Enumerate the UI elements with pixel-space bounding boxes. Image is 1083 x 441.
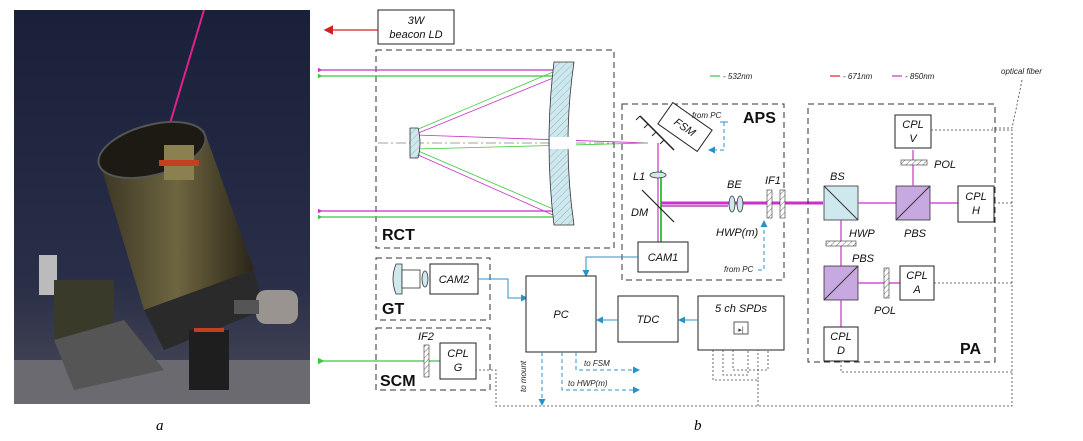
fsm-mirror: FSM — [636, 103, 712, 152]
svg-text:5 ch SPDs: 5 ch SPDs — [715, 303, 767, 315]
svg-text:A: A — [912, 284, 920, 296]
guide-telescope-lens — [393, 264, 428, 294]
svg-text:3W: 3W — [408, 15, 426, 27]
to-hwp-label: to HWP(m) — [568, 379, 608, 388]
fsm-control-arrow — [710, 122, 724, 150]
hwp-plate — [826, 241, 856, 246]
pol-2 — [884, 268, 889, 298]
scm-label: SCM — [380, 373, 416, 390]
svg-text:CPL: CPL — [830, 331, 851, 343]
to-fsm-label: to FSM — [584, 359, 610, 368]
from-pc-label-2: from PC — [724, 265, 754, 274]
pbs-2 — [824, 266, 858, 300]
l1-label: L1 — [633, 171, 645, 183]
cpl-g-box: CPL G — [440, 343, 476, 379]
telescope-photo — [14, 10, 310, 404]
rct-primary-hole — [550, 137, 576, 149]
hwp-label: HWP — [849, 228, 875, 240]
svg-text:- 532nm: - 532nm — [723, 72, 753, 81]
cam1-box: CAM1 — [638, 242, 688, 272]
gt-label: GT — [382, 301, 404, 318]
cam1-to-pc-line — [586, 257, 638, 275]
pa-label: PA — [960, 341, 981, 358]
cpl-h-box: CPL H — [958, 186, 994, 222]
svg-text:PC: PC — [553, 309, 568, 321]
svg-text:beacon LD: beacon LD — [389, 29, 442, 41]
svg-text:- 850nm: - 850nm — [905, 72, 935, 81]
svg-text:CPL: CPL — [902, 119, 923, 131]
optical-schematic: 3W beacon LD - 532nm - 671nm - 850nm opt… — [318, 0, 1083, 441]
cpl-v-box: CPL V — [895, 115, 931, 148]
rct-secondary-mirror — [410, 128, 420, 158]
svg-text:CPL: CPL — [965, 191, 986, 203]
rct-label: RCT — [382, 227, 415, 244]
be-label: BE — [727, 179, 742, 191]
pol-1 — [901, 160, 927, 165]
optical-fiber-line — [992, 80, 1022, 128]
beacon-ld-box: 3W beacon LD — [378, 10, 454, 44]
if2-filter — [424, 345, 429, 377]
svg-text:CPL: CPL — [906, 270, 927, 282]
cam2-to-pc-line — [478, 279, 526, 298]
if1-label: IF1 — [765, 175, 781, 187]
svg-text:CPL: CPL — [447, 348, 468, 360]
svg-text:▸|: ▸| — [738, 327, 744, 334]
optical-fiber-label: optical fiber — [1001, 67, 1042, 76]
to-mount-label: to mount — [519, 360, 528, 392]
svg-text:- 671nm: - 671nm — [843, 72, 873, 81]
from-pc-label-1: from PC — [692, 111, 722, 120]
tdc-box: TDC — [618, 296, 678, 342]
hwp-m — [767, 190, 772, 218]
pbs-1 — [896, 186, 930, 220]
svg-text:H: H — [972, 205, 980, 217]
svg-text:D: D — [837, 345, 845, 357]
hwp-control-arrow — [758, 222, 764, 270]
cpl-a-box: CPL A — [900, 266, 934, 300]
legend: - 532nm - 671nm - 850nm — [710, 72, 935, 81]
pc-box: PC — [526, 276, 596, 352]
beam-splitter-bs — [824, 186, 858, 220]
aps-label: APS — [743, 110, 776, 127]
svg-text:G: G — [454, 362, 463, 374]
if1-filter — [780, 190, 785, 218]
svg-text:TDC: TDC — [637, 314, 660, 326]
cam2-box: CAM2 — [430, 264, 478, 294]
ground — [14, 360, 310, 404]
rct-converging-rays — [416, 72, 648, 215]
lens-l1 — [650, 172, 666, 178]
bs-label: BS — [830, 171, 845, 183]
svg-text:CAM1: CAM1 — [648, 252, 679, 264]
caption-a: a — [156, 418, 164, 435]
hwp-m-label: HWP(m) — [716, 227, 758, 239]
dm-label: DM — [631, 207, 649, 219]
pbs-2-label: PBS — [852, 253, 875, 265]
cpl-d-box: CPL D — [824, 327, 858, 361]
beam-expander — [729, 196, 735, 212]
pol-1-label: POL — [934, 159, 956, 171]
svg-text:CAM2: CAM2 — [439, 274, 470, 286]
pbs-1-label: PBS — [904, 228, 927, 240]
spds-box: 5 ch SPDs ▸| — [698, 296, 784, 350]
pol-2-label: POL — [874, 305, 896, 317]
if2-label: IF2 — [418, 331, 434, 343]
